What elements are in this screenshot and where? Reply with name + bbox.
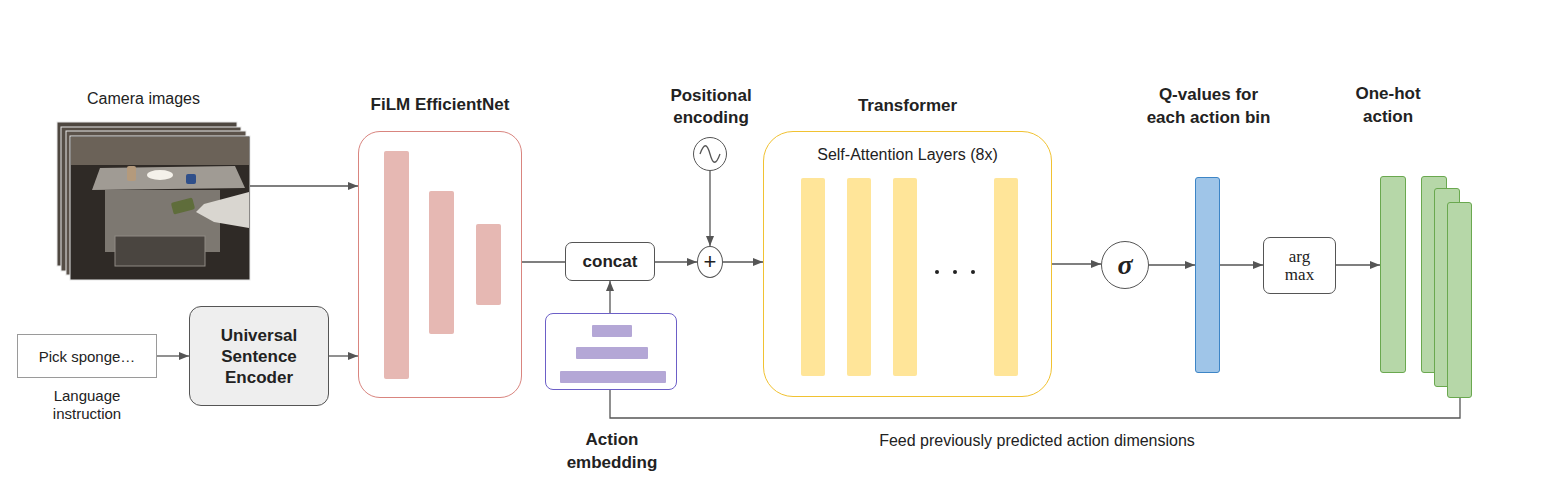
layer-bar xyxy=(847,178,871,376)
layer-bar xyxy=(994,178,1018,376)
node-symbol xyxy=(694,138,728,172)
connector xyxy=(1336,264,1380,265)
image-can xyxy=(127,166,136,181)
layer-bar xyxy=(429,191,454,334)
node-label: FiLM EfficientNet xyxy=(339,95,541,115)
connector xyxy=(1149,264,1195,265)
image-wall xyxy=(71,137,249,165)
one-hot-stack: One-hot action xyxy=(1380,176,1472,398)
node-label: Positional encoding xyxy=(656,85,766,129)
transformer-box: TransformerSelf-Attention Layers (8x) xyxy=(763,131,1052,397)
layer-bar xyxy=(592,325,632,337)
image-drawer xyxy=(115,236,205,266)
node-label: Action embedding xyxy=(557,428,667,474)
node-symbol xyxy=(764,132,1053,398)
node-label: Universal Sentence Encoder xyxy=(190,325,328,388)
connector xyxy=(723,261,763,262)
node-label: concat xyxy=(566,252,654,272)
image-counter xyxy=(92,166,245,190)
connector xyxy=(329,355,358,356)
node-label: Transformer xyxy=(764,96,1051,116)
image-sponge xyxy=(171,197,195,214)
node-label: σ xyxy=(1102,250,1148,280)
layer-bar xyxy=(576,347,648,359)
edge-label: Feed previously predicted action dimensi… xyxy=(876,431,1198,451)
connector xyxy=(609,281,610,313)
argmax-box: arg max xyxy=(1263,237,1336,294)
connector xyxy=(1052,263,1101,264)
connector xyxy=(610,390,1460,418)
layer-bar xyxy=(384,151,409,379)
layer-bar xyxy=(476,224,501,305)
connector xyxy=(1220,264,1263,265)
embedding-box: Action embedding xyxy=(545,313,677,390)
image-frame xyxy=(70,136,250,280)
encoder-box: Universal Sentence Encoder xyxy=(189,306,329,406)
network-box: FiLM EfficientNet xyxy=(358,131,522,398)
connector xyxy=(157,355,189,356)
layer-bar xyxy=(801,178,825,376)
encoding-circle: Positional encoding xyxy=(693,137,727,171)
node-label: arg max xyxy=(1282,248,1317,284)
image-node: Camera images xyxy=(57,122,250,280)
layer-bar xyxy=(560,371,666,383)
activation-circle: σ xyxy=(1101,241,1149,289)
layer-bar xyxy=(1447,202,1472,398)
node-sublabel: Language instruction xyxy=(38,387,136,423)
node-label: Pick sponge… xyxy=(18,348,156,365)
connector xyxy=(250,185,358,186)
q-value-bar: Q-values for each action bin xyxy=(1195,177,1220,373)
connector xyxy=(709,171,710,246)
image-plate xyxy=(147,170,173,180)
node-label: Camera images xyxy=(37,90,250,108)
image-stack xyxy=(57,122,250,280)
sum-circle: + xyxy=(697,246,723,278)
input-box: Pick sponge…Language instruction xyxy=(17,334,157,378)
node-label: One-hot action xyxy=(1343,82,1433,128)
image-robot-arm xyxy=(196,192,249,228)
layer-bar xyxy=(1380,176,1406,373)
layer-bar xyxy=(893,178,917,376)
concat-box: concat xyxy=(565,242,655,281)
node-sublabel: Self-Attention Layers (8x) xyxy=(764,146,1051,164)
connector xyxy=(522,261,565,262)
node-label: + xyxy=(698,251,722,273)
image-can xyxy=(186,174,196,184)
node-label: Q-values for each action bin xyxy=(1141,83,1277,129)
connector xyxy=(655,261,697,262)
